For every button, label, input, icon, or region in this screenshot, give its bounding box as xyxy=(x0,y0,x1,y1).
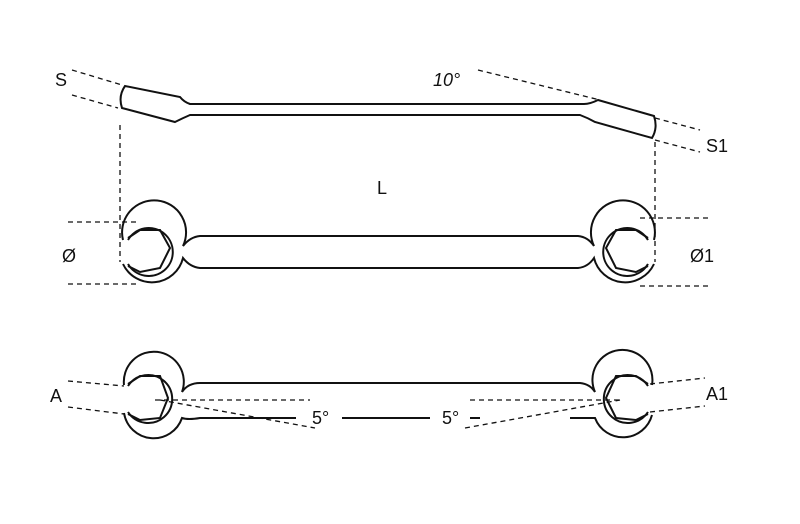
wrench-top-view xyxy=(68,199,710,287)
wrench-side-view xyxy=(71,69,701,262)
label-angle-10: 10° xyxy=(433,70,460,90)
label-l: L xyxy=(377,178,387,198)
label-s1: S1 xyxy=(706,136,728,156)
label-a1: A1 xyxy=(706,384,728,404)
wrench-angle-view xyxy=(67,348,706,440)
label-diameter: Ø xyxy=(62,246,76,266)
label-a: A xyxy=(50,386,62,406)
label-s: S xyxy=(55,70,67,90)
label-angle-5-right: 5° xyxy=(442,408,459,428)
label-angle-5-left: 5° xyxy=(312,408,329,428)
label-diameter-1: Ø1 xyxy=(690,246,714,266)
